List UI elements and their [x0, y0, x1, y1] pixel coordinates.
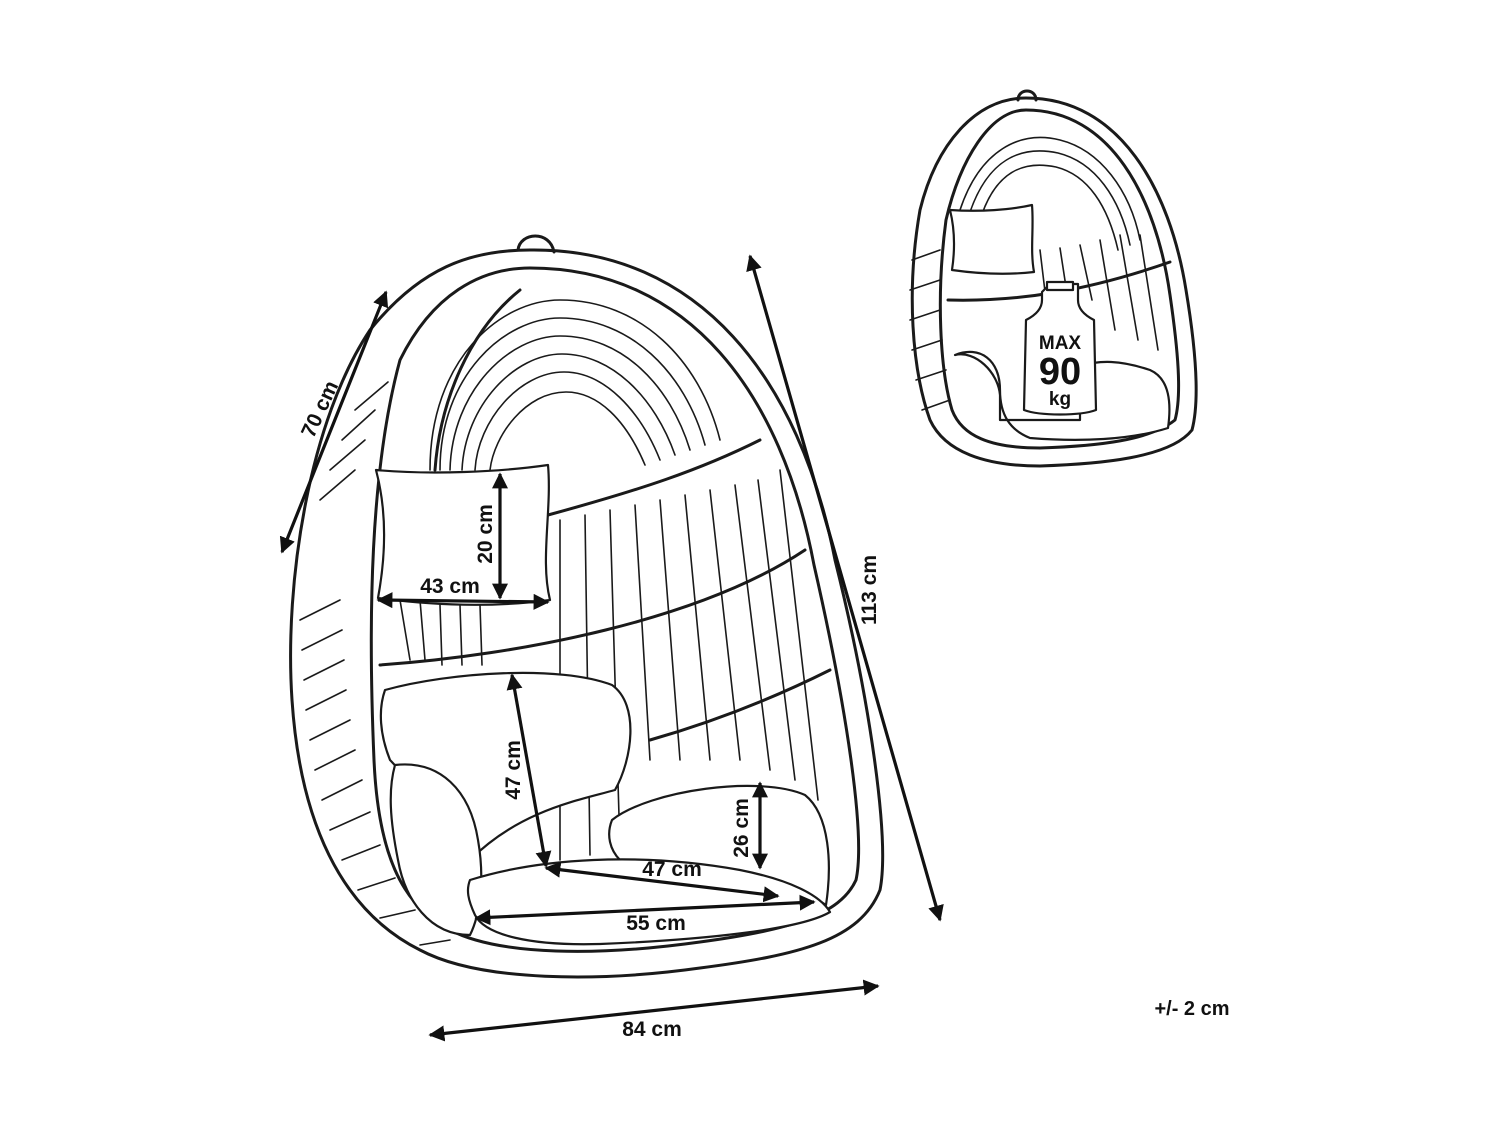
small-chair-outer-shell — [910, 96, 1198, 468]
small-chair-drawing: MAX 90 kg — [909, 89, 1198, 468]
main-chair-drawing — [289, 234, 885, 979]
dimension-arrows — [279, 254, 944, 1042]
label-pillow-width: 43 cm — [420, 575, 480, 598]
label-seat-depth: 47 cm — [642, 858, 702, 881]
label-armrest-height: 26 cm — [730, 798, 753, 858]
small-wicker-ribs — [909, 136, 1159, 411]
arrow-seat-width — [474, 894, 816, 926]
small-seat-cushion — [953, 350, 1171, 441]
weight-icon — [1022, 280, 1098, 416]
small-head-pillow — [948, 203, 1036, 275]
tolerance-note: +/- 2 cm — [1154, 998, 1229, 1020]
label-seat-width: 55 cm — [626, 912, 686, 935]
max-load-prefix: MAX — [1039, 333, 1082, 354]
label-backrest-height: 47 cm — [502, 740, 525, 800]
wicker-spine — [433, 288, 522, 472]
left-arm-cushion — [389, 763, 483, 937]
arrow-depth — [279, 290, 389, 554]
label-width: 84 cm — [622, 1018, 682, 1041]
max-load-unit: kg — [1049, 389, 1071, 410]
arrow-pillow-width — [376, 592, 550, 610]
arrow-seat-depth — [544, 861, 780, 903]
small-chair-inner-rim — [938, 108, 1181, 450]
label-pillow-height: 20 cm — [474, 504, 497, 564]
arrow-backrest-height — [506, 673, 552, 868]
max-load-value: 90 — [1039, 351, 1081, 393]
hanging-loop — [516, 234, 556, 254]
label-height: 113 cm — [858, 555, 881, 625]
arrow-width — [428, 979, 880, 1042]
wicker-band-upper — [546, 438, 762, 517]
arrow-height — [746, 254, 944, 922]
label-depth: 70 cm — [297, 377, 343, 441]
